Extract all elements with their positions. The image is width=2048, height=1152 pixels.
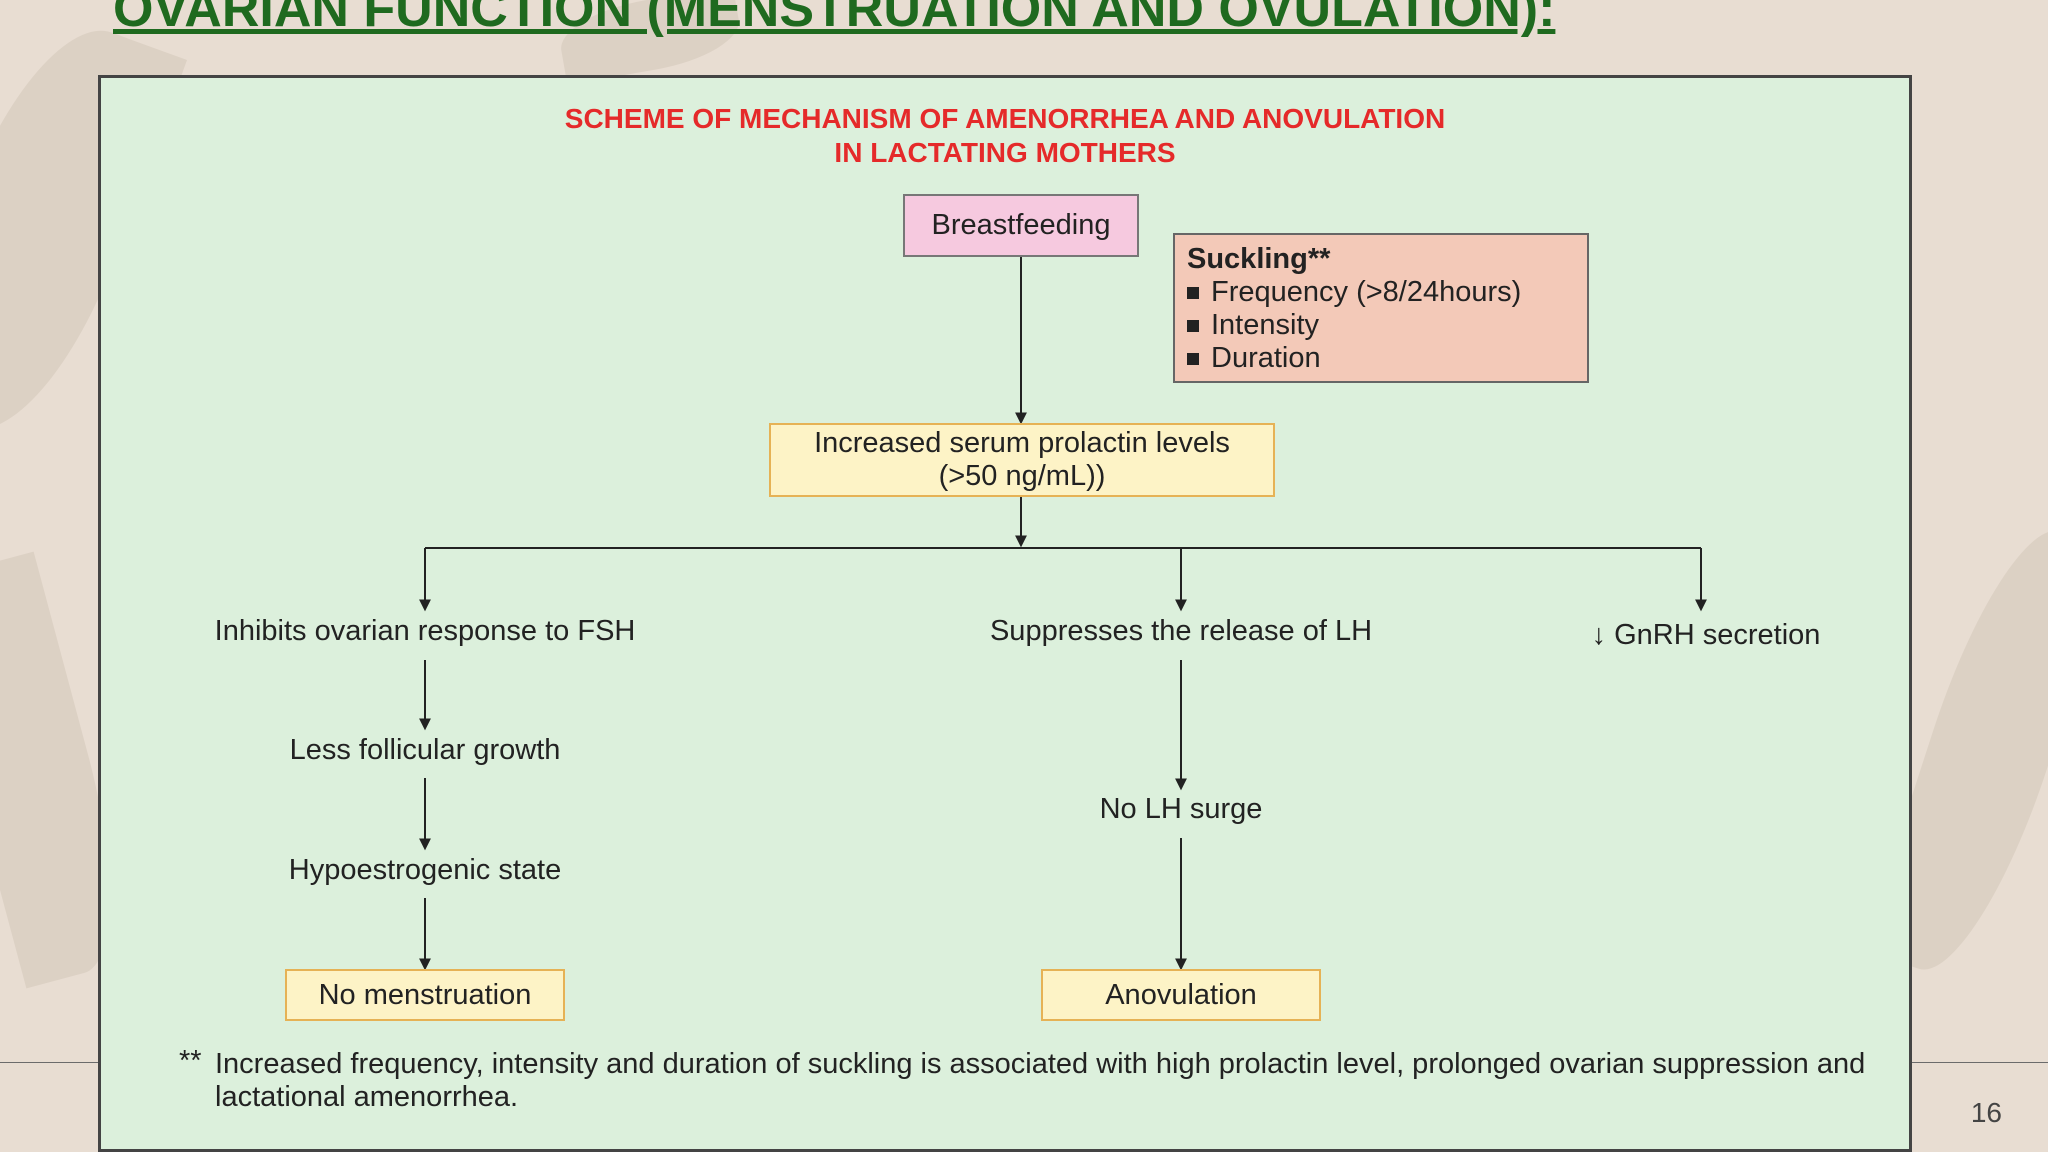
branch-left-label: Inhibits ovarian response to FSH [214, 615, 636, 647]
prolactin-line-2: (>50 ng/mL)) [938, 460, 1106, 492]
footnote-marker: ** [179, 1045, 202, 1077]
amenorrhea-scheme-figure: SCHEME OF MECHANISM OF AMENORRHEA AND AN… [98, 75, 1912, 1152]
suckling-factors-box: Suckling** Frequency (>8/24hours) Intens… [1173, 233, 1589, 383]
middle-step-no-lh-surge: No LH surge [1099, 793, 1263, 825]
branch-right-label: ↓ GnRH secretion [1591, 619, 1821, 651]
suckling-factor-item: Frequency (>8/24hours) [1187, 276, 1521, 309]
breastfeeding-node: Breastfeeding [903, 194, 1139, 257]
footnote-text: Increased frequency, intensity and durat… [215, 1048, 1866, 1113]
anovulation-outcome: Anovulation [1041, 969, 1321, 1021]
suckling-factor-item: Duration [1187, 342, 1521, 375]
figure-title-line-2: IN LACTATING MOTHERS [834, 137, 1176, 168]
no-menstruation-outcome: No menstruation [285, 969, 565, 1021]
left-step-follicular-growth: Less follicular growth [289, 734, 561, 766]
prolactin-line-1: Increased serum prolactin levels [814, 427, 1230, 459]
left-step-hypoestrogenic-state: Hypoestrogenic state [288, 854, 562, 886]
suckling-factor-list: Frequency (>8/24hours) Intensity Duratio… [1187, 276, 1521, 375]
branch-middle-label: Suppresses the release of LH [989, 615, 1373, 647]
figure-footnote: ** Increased frequency, intensity and du… [179, 1045, 1879, 1114]
suckling-heading: Suckling** [1187, 243, 1331, 275]
figure-title: SCHEME OF MECHANISM OF AMENORRHEA AND AN… [101, 102, 1909, 170]
slide-title: OVARIAN FUNCTION (MENSTRUATION AND OVULA… [113, 0, 1556, 38]
flow-connectors [419, 255, 1707, 971]
suckling-factor-item: Intensity [1187, 309, 1521, 342]
prolactin-node: Increased serum prolactin levels (>50 ng… [769, 423, 1275, 497]
figure-title-line-1: SCHEME OF MECHANISM OF AMENORRHEA AND AN… [564, 103, 1446, 134]
page-number: 16 [1970, 1097, 2002, 1128]
